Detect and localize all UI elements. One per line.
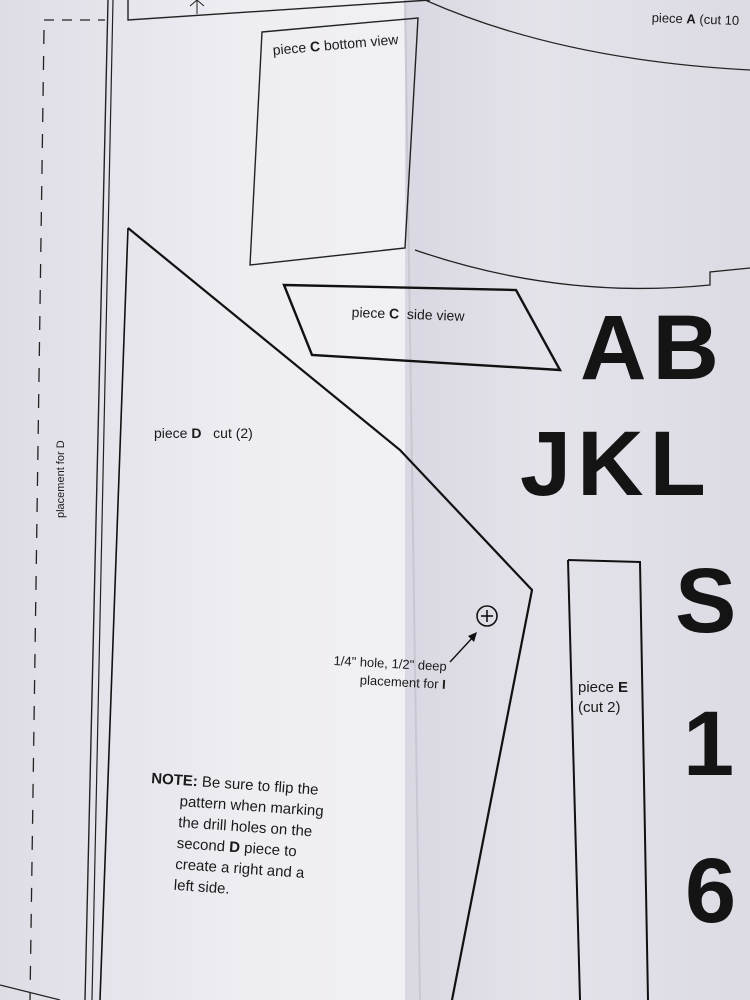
flip-pattern-note: NOTE: Be sure to flip the pattern when m… bbox=[150, 769, 325, 898]
stencil-row-jkl: JKL bbox=[520, 413, 712, 515]
hole-arrow-line bbox=[449, 635, 475, 663]
piece-d-label: piece D cut (2) bbox=[154, 425, 253, 441]
fold-crease bbox=[404, 0, 421, 1000]
stencil-row-1: 1 bbox=[683, 693, 741, 795]
border-line-outer bbox=[84, 0, 109, 1000]
piece-c-bottom-outline bbox=[249, 17, 419, 266]
piece-a-inner-arc bbox=[424, 0, 750, 71]
hole-arrow-head bbox=[468, 632, 477, 642]
piece-c-side-outline bbox=[282, 283, 563, 372]
piece-e-label: piece E (cut 2) bbox=[578, 679, 629, 716]
sheet-left-panel bbox=[0, 0, 405, 1000]
bottom-border-line bbox=[0, 984, 61, 1000]
stencil-row-ab: AB bbox=[580, 297, 725, 399]
piece-e-outline bbox=[567, 559, 649, 1000]
stencil-row-6: 6 bbox=[685, 840, 743, 942]
piece-a-label: piece A (cut 10 bbox=[651, 10, 740, 29]
drill-hole-marker bbox=[476, 605, 498, 627]
top-piece-fragment bbox=[127, 0, 431, 21]
piece-d-left-edge bbox=[99, 227, 129, 1000]
stencil-row-s: S bbox=[675, 550, 743, 652]
top-arrow bbox=[189, 0, 205, 14]
placement-d-label: placement for D bbox=[55, 440, 67, 518]
hole-instruction: 1/4" hole, 1/2" deep placement for I bbox=[333, 652, 448, 692]
sheet-right-panel bbox=[405, 0, 750, 1000]
border-line-inner bbox=[91, 0, 114, 1000]
piece-a-outer-arc bbox=[414, 249, 750, 290]
piece-d-edge bbox=[127, 227, 534, 1000]
placement-d-dashed-left bbox=[29, 29, 45, 1000]
